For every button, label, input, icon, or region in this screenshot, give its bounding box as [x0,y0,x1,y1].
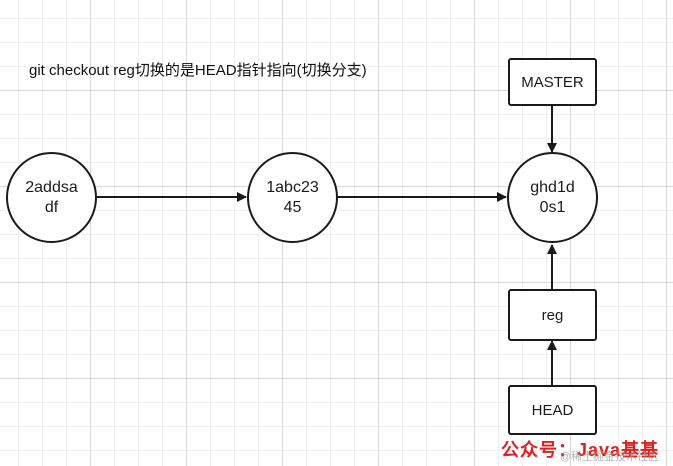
watermark: 公众号：Java基基 @稀土掘金技术社区 [500,436,659,463]
commit-label: 2addsa df [25,178,78,216]
ref-label-head: HEAD [531,401,574,419]
commit-node-2addsadf: 2addsa df [6,152,97,243]
commit-node-ghd1d0s1: ghd1d 0s1 [507,152,598,243]
watermark-sub-text: @稀土掘金技术社区 [559,451,659,463]
commit-label: 1abc23 45 [266,178,319,216]
ref-box-head: HEAD [508,385,597,435]
ref-label-reg: reg [541,306,564,324]
ref-label-master: MASTER [521,73,584,91]
ref-box-reg: reg [508,289,597,341]
commit-node-1abc2345: 1abc23 45 [247,152,338,243]
watermark-main-text: 公众号：Java基基 [500,440,659,460]
ref-box-master: MASTER [508,58,597,106]
diagram-caption: git checkout reg切换的是HEAD指针指向(切换分支) [29,62,367,79]
commit-label: ghd1d 0s1 [530,178,575,216]
